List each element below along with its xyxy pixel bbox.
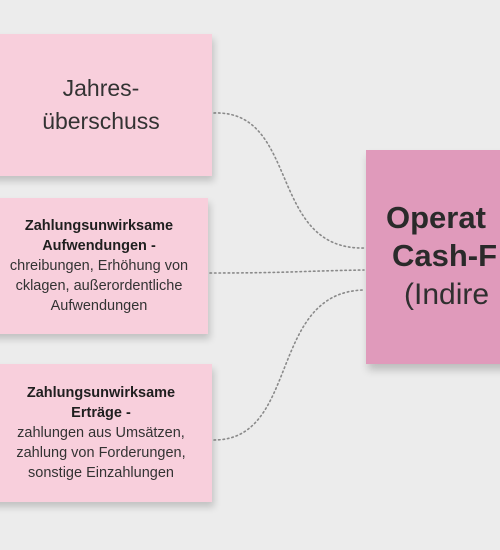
note-heading-line: Erträge - bbox=[71, 405, 131, 421]
note-text-line: chreibungen, Erhöhung von bbox=[9, 258, 189, 274]
note-text-line: Aufwendungen bbox=[50, 298, 148, 314]
note-zahlungsunwirksame-aufwendungen[interactable]: Zahlungsunwirksame Aufwendungen - chreib… bbox=[0, 198, 208, 334]
note-text-line: überschuss bbox=[42, 108, 160, 134]
target-title-line: Cash-F bbox=[392, 238, 498, 273]
target-title-line: Operat bbox=[386, 200, 486, 235]
note-heading-line: Zahlungsunwirksame bbox=[26, 385, 176, 401]
target-subtitle: (Indire bbox=[404, 278, 490, 311]
note-text-line: zahlungen aus Umsätzen, bbox=[17, 425, 185, 441]
note-jahresueberschuss[interactable]: Jahres- überschuss bbox=[0, 34, 212, 176]
note-heading-line: Aufwendungen - bbox=[42, 238, 156, 254]
note-operativer-cashflow[interactable]: Operat Cash-F (Indire bbox=[366, 150, 500, 364]
connector-ertraege bbox=[213, 289, 365, 441]
note-heading-line: Zahlungsunwirksame bbox=[24, 218, 174, 234]
note-text-line: sonstige Einzahlungen bbox=[28, 465, 174, 481]
note-text-line: cklagen, außerordentliche bbox=[15, 278, 183, 294]
note-text-line: Jahres- bbox=[62, 75, 140, 101]
connector-jahresueberschuss bbox=[213, 112, 365, 249]
note-zahlungsunwirksame-ertraege[interactable]: Zahlungsunwirksame Erträge - zahlungen a… bbox=[0, 364, 212, 502]
note-text-line: zahlung von Forderungen, bbox=[16, 445, 186, 461]
connector-aufwendungen bbox=[209, 269, 365, 274]
